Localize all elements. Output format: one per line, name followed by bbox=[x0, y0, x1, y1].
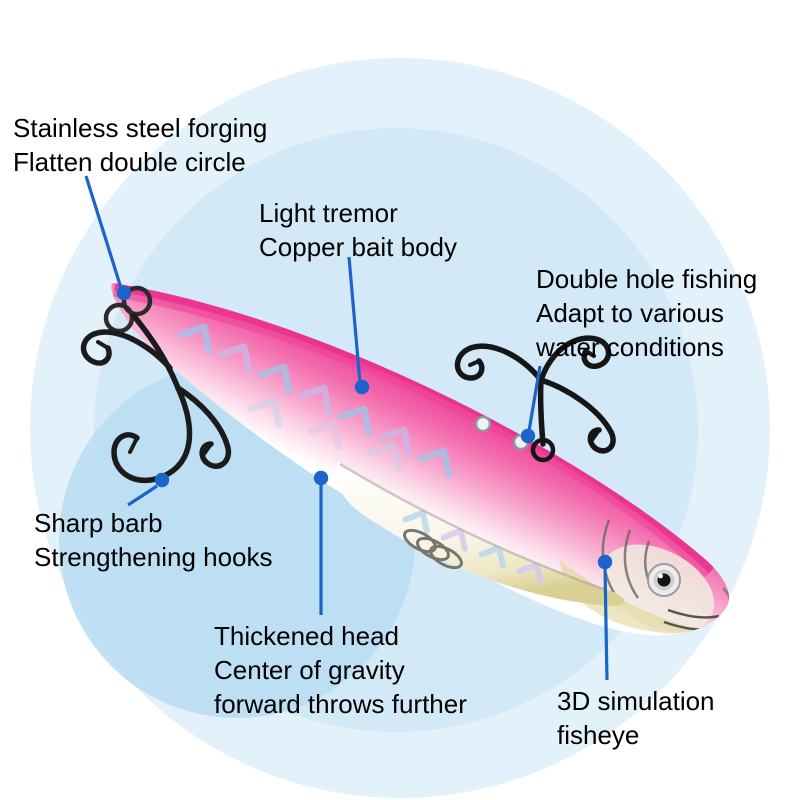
sparkle-chevron bbox=[377, 426, 413, 458]
sparkle-chevron bbox=[247, 397, 283, 429]
sparkle-chevron bbox=[257, 363, 293, 395]
sparkle-chevron bbox=[367, 441, 403, 473]
annotation-sharp-barb: Sharp barb Strengthening hooks bbox=[34, 506, 273, 574]
annotation-text-line: Strengthening hooks bbox=[34, 542, 273, 572]
sparkle-chevron bbox=[297, 384, 333, 416]
rear-treble-hook bbox=[454, 335, 616, 463]
annotation-thickened-head: Thickened head Center of gravity forward… bbox=[214, 619, 467, 721]
marker-dot bbox=[116, 285, 132, 301]
sparkle-chevron bbox=[307, 419, 343, 451]
sparkle-chevron bbox=[402, 509, 430, 534]
annotation-double-hole: Double hole fishing Adapt to various wat… bbox=[536, 262, 757, 364]
marker-dot bbox=[354, 379, 370, 395]
annotation-line bbox=[127, 484, 158, 507]
annotation-text-line: Flatten double circle bbox=[13, 147, 246, 177]
annotation-connectors bbox=[84, 175, 613, 681]
fishing-hole-1 bbox=[474, 415, 492, 433]
fin-shadow-line bbox=[339, 462, 607, 592]
annotation-line bbox=[347, 256, 362, 384]
annotation-light-tremor: Light tremor Copper bait body bbox=[259, 196, 457, 264]
annotation-line bbox=[84, 175, 123, 289]
marker-dot bbox=[520, 428, 536, 444]
annotation-text-line: Thickened head bbox=[214, 621, 400, 651]
marker-dot bbox=[154, 472, 170, 488]
annotation-text-line: Double hole fishing bbox=[536, 264, 758, 294]
sparkle-chevron bbox=[177, 323, 213, 355]
annotation-text-line: Adapt to various bbox=[536, 298, 724, 328]
annotation-text-line: forward throws further bbox=[214, 689, 467, 719]
annotation-stainless-forging: Stainless steel forging Flatten double c… bbox=[13, 111, 267, 179]
sparkle-chevron bbox=[337, 405, 373, 437]
marker-dot bbox=[597, 554, 613, 570]
annotation-text-line: Light tremor bbox=[259, 198, 398, 228]
annotation-text-line: water conditions bbox=[536, 332, 724, 362]
sparkle-chevron bbox=[217, 343, 253, 375]
annotation-text-line: Sharp barb bbox=[34, 508, 163, 538]
coil-spring bbox=[403, 528, 463, 570]
annotation-text-line: Center of gravity bbox=[214, 655, 405, 685]
sparkle-chevron bbox=[417, 447, 453, 479]
marker-dot bbox=[313, 470, 329, 486]
annotation-fisheye: 3D simulation fisheye bbox=[557, 684, 715, 752]
annotation-line bbox=[527, 365, 542, 432]
annotation-text-line: 3D simulation bbox=[557, 686, 715, 716]
fisheye bbox=[647, 563, 681, 597]
annotation-text-line: Copper bait body bbox=[259, 232, 458, 262]
annotation-text-line: Stainless steel forging bbox=[13, 113, 268, 143]
line-tie-double-rings bbox=[103, 285, 153, 334]
holographic-sparkles bbox=[177, 323, 453, 479]
annotation-text-line: fisheye bbox=[557, 720, 640, 750]
front-treble-hook bbox=[80, 313, 232, 484]
annotation-line bbox=[603, 567, 609, 681]
